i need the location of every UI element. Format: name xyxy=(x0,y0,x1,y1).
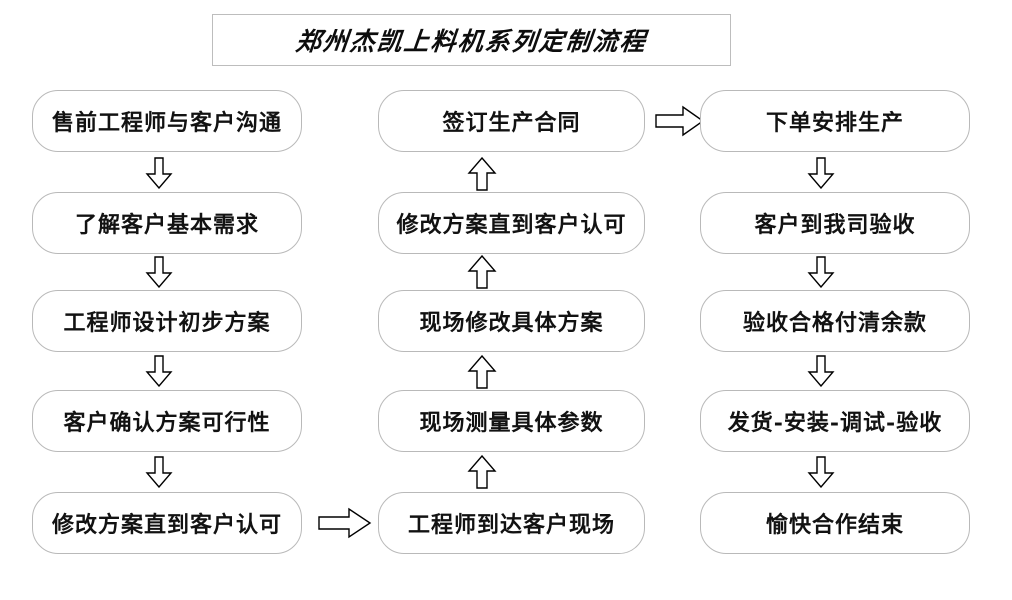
arrow-down-icon xyxy=(806,456,836,488)
node-label: 发货-安装-调试-验收 xyxy=(727,410,943,436)
node-L4[interactable]: 客户确认方案可行性 xyxy=(32,390,302,452)
node-R1[interactable]: 下单安排生产 xyxy=(700,90,970,152)
arrow-down-icon xyxy=(144,256,174,288)
node-label: 签订生产合同 xyxy=(442,110,581,136)
arrow-down-icon xyxy=(144,456,174,488)
node-label: 修改方案直到客户认可 xyxy=(396,212,627,238)
arrow-down-icon xyxy=(806,355,836,387)
arrow-down-icon xyxy=(144,355,174,387)
node-R3[interactable]: 验收合格付清余款 xyxy=(700,290,970,352)
node-M1[interactable]: 签订生产合同 xyxy=(378,90,645,152)
arrow-up-icon xyxy=(466,157,498,191)
arrow-up-icon xyxy=(466,255,498,289)
node-label: 现场修改具体方案 xyxy=(419,310,604,336)
node-label: 客户确认方案可行性 xyxy=(63,410,271,436)
node-label: 修改方案直到客户认可 xyxy=(51,512,282,538)
node-label: 了解客户基本需求 xyxy=(74,212,259,238)
node-R4[interactable]: 发货-安装-调试-验收 xyxy=(700,390,970,452)
arrow-down-icon xyxy=(806,256,836,288)
arrow-right-icon xyxy=(318,507,372,539)
node-M3[interactable]: 现场修改具体方案 xyxy=(378,290,645,352)
node-label: 验收合格付清余款 xyxy=(742,310,927,336)
node-M2[interactable]: 修改方案直到客户认可 xyxy=(378,192,645,254)
arrow-up-icon xyxy=(466,355,498,389)
node-label: 工程师设计初步方案 xyxy=(63,310,271,336)
chart-title-box: 郑州杰凯上料机系列定制流程 xyxy=(212,14,731,66)
node-label: 现场测量具体参数 xyxy=(419,410,604,436)
node-L2[interactable]: 了解客户基本需求 xyxy=(32,192,302,254)
node-label: 工程师到达客户现场 xyxy=(407,512,615,538)
node-L3[interactable]: 工程师设计初步方案 xyxy=(32,290,302,352)
node-label: 下单安排生产 xyxy=(765,110,904,136)
node-L1[interactable]: 售前工程师与客户沟通 xyxy=(32,90,302,152)
node-label: 售前工程师与客户沟通 xyxy=(51,110,282,136)
page-title: 郑州杰凯上料机系列定制流程 xyxy=(294,27,649,56)
node-label: 客户到我司验收 xyxy=(754,212,916,238)
node-M4[interactable]: 现场测量具体参数 xyxy=(378,390,645,452)
arrow-right-icon xyxy=(655,105,705,137)
node-R2[interactable]: 客户到我司验收 xyxy=(700,192,970,254)
arrow-down-icon xyxy=(806,157,836,189)
node-L5[interactable]: 修改方案直到客户认可 xyxy=(32,492,302,554)
node-M5[interactable]: 工程师到达客户现场 xyxy=(378,492,645,554)
node-R5[interactable]: 愉快合作结束 xyxy=(700,492,970,554)
node-label: 愉快合作结束 xyxy=(765,512,904,538)
arrow-down-icon xyxy=(144,157,174,189)
arrow-up-icon xyxy=(466,455,498,489)
